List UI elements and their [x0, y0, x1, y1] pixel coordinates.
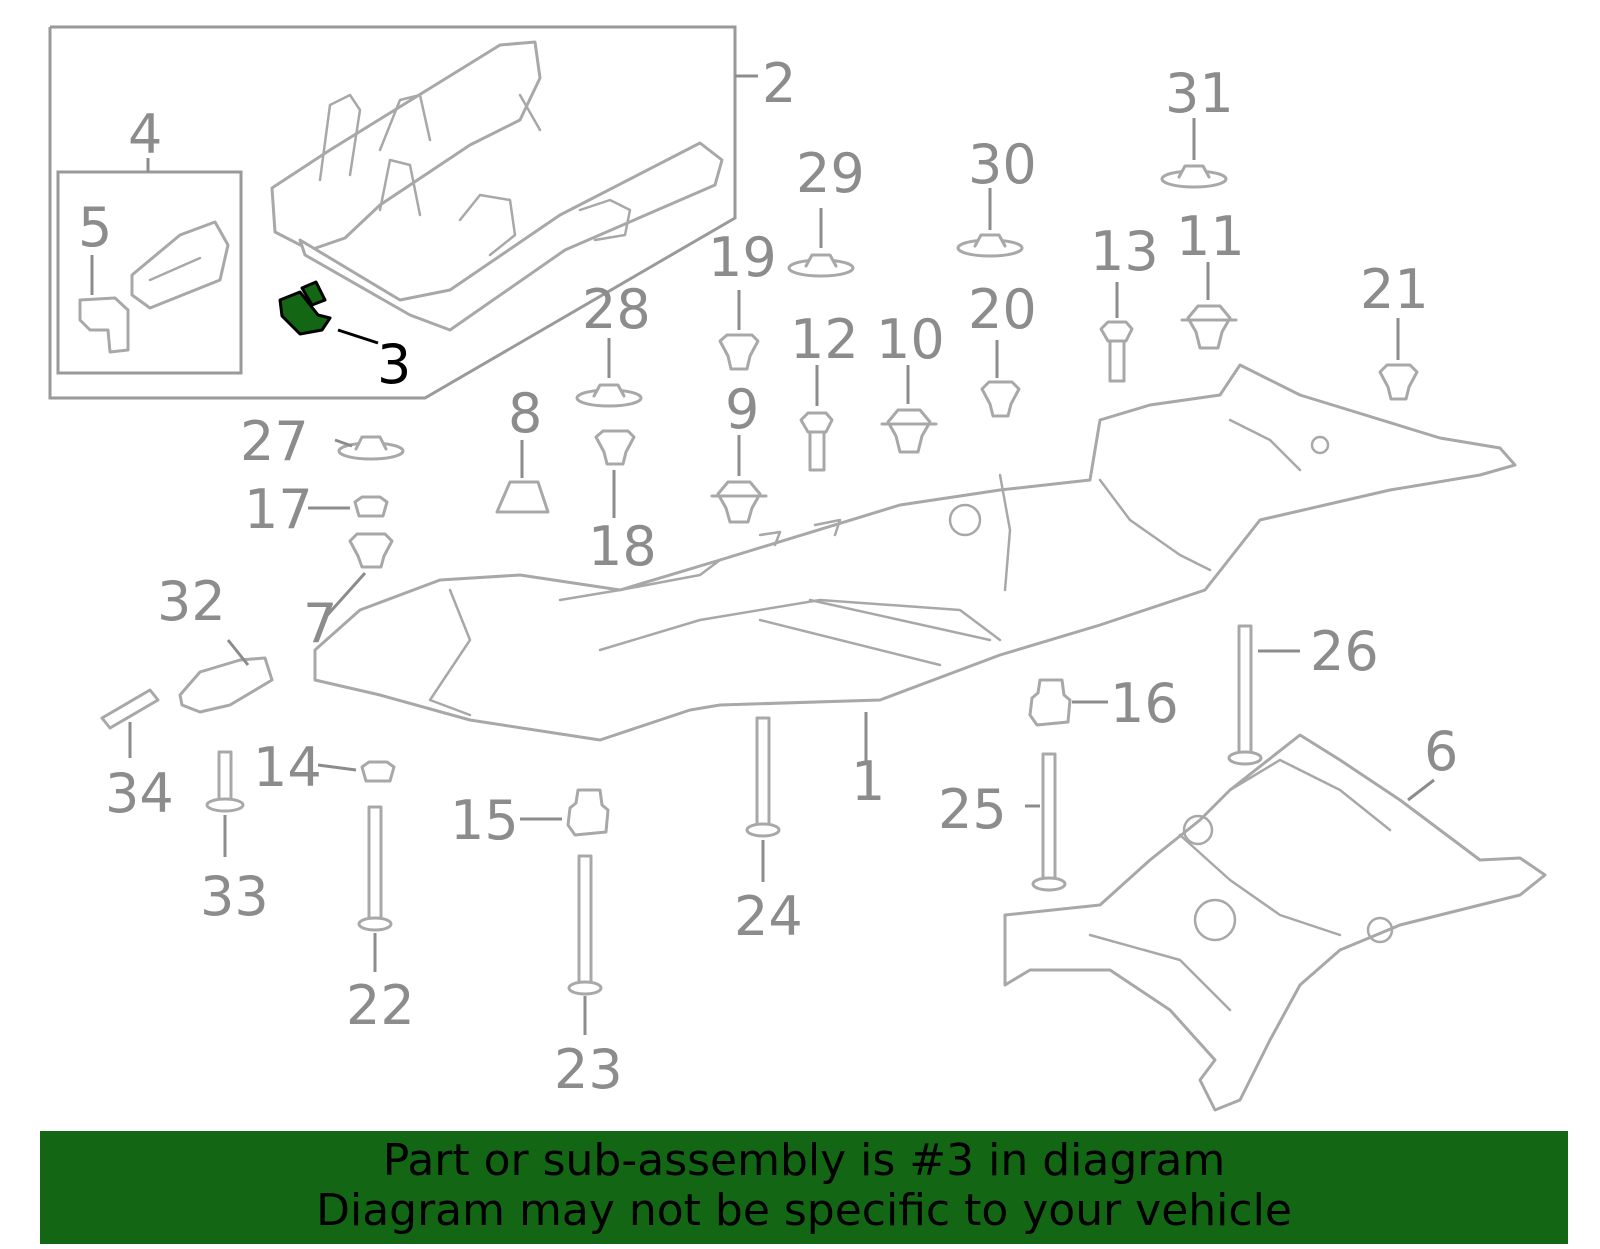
callout-13: 13 — [1090, 220, 1159, 283]
callout-5: 5 — [78, 196, 112, 259]
callout-1: 1 — [851, 750, 885, 813]
callout-25: 25 — [938, 778, 1007, 841]
callout-11: 11 — [1176, 205, 1245, 268]
callout-27: 27 — [240, 410, 309, 473]
callout-12: 12 — [790, 308, 859, 371]
part-5-bracket — [78, 296, 130, 354]
callout-20: 20 — [968, 278, 1037, 341]
callout-30: 30 — [968, 133, 1037, 196]
callout-14: 14 — [253, 736, 322, 799]
banner-line-2: Diagram may not be specific to your vehi… — [316, 1185, 1292, 1236]
callout-32: 32 — [157, 570, 226, 633]
callout-28: 28 — [582, 278, 651, 341]
main-frame — [313, 363, 1517, 742]
callout-labels: 1 2 3 4 5 6 7 8 9 10 11 12 13 14 15 16 1… — [78, 52, 1458, 1101]
info-banner: Part or sub-assembly is #3 in diagram Di… — [40, 1131, 1568, 1244]
callout-26: 26 — [1310, 620, 1379, 683]
leader-lines — [90, 74, 1435, 1035]
callout-8: 8 — [508, 382, 542, 445]
callout-19: 19 — [708, 226, 777, 289]
callout-4: 4 — [128, 103, 162, 166]
hardware-parts — [100, 164, 1419, 996]
callout-23: 23 — [554, 1038, 623, 1101]
callout-17: 17 — [244, 478, 313, 541]
callout-2: 2 — [762, 52, 796, 115]
callout-3: 3 — [377, 333, 411, 396]
callout-6: 6 — [1424, 720, 1458, 783]
callout-31: 31 — [1165, 62, 1234, 125]
callout-24: 24 — [734, 885, 803, 948]
front-frame-section — [270, 40, 724, 332]
callout-34: 34 — [105, 762, 174, 825]
callout-16: 16 — [1110, 672, 1179, 735]
callout-21: 21 — [1360, 258, 1429, 321]
banner-line-1: Part or sub-assembly is #3 in diagram — [382, 1135, 1226, 1186]
callout-7: 7 — [303, 592, 337, 655]
callout-10: 10 — [876, 308, 945, 371]
part-3-bracket-highlight — [278, 280, 332, 336]
callout-18: 18 — [588, 515, 657, 578]
callout-33: 33 — [200, 865, 269, 928]
rear-subframe — [1003, 733, 1547, 1112]
assembly-2-box — [48, 25, 737, 400]
callout-15: 15 — [450, 789, 519, 852]
callout-29: 29 — [796, 142, 865, 205]
callout-22: 22 — [346, 974, 415, 1037]
part-4-mount — [130, 220, 230, 310]
callout-9: 9 — [725, 378, 759, 441]
